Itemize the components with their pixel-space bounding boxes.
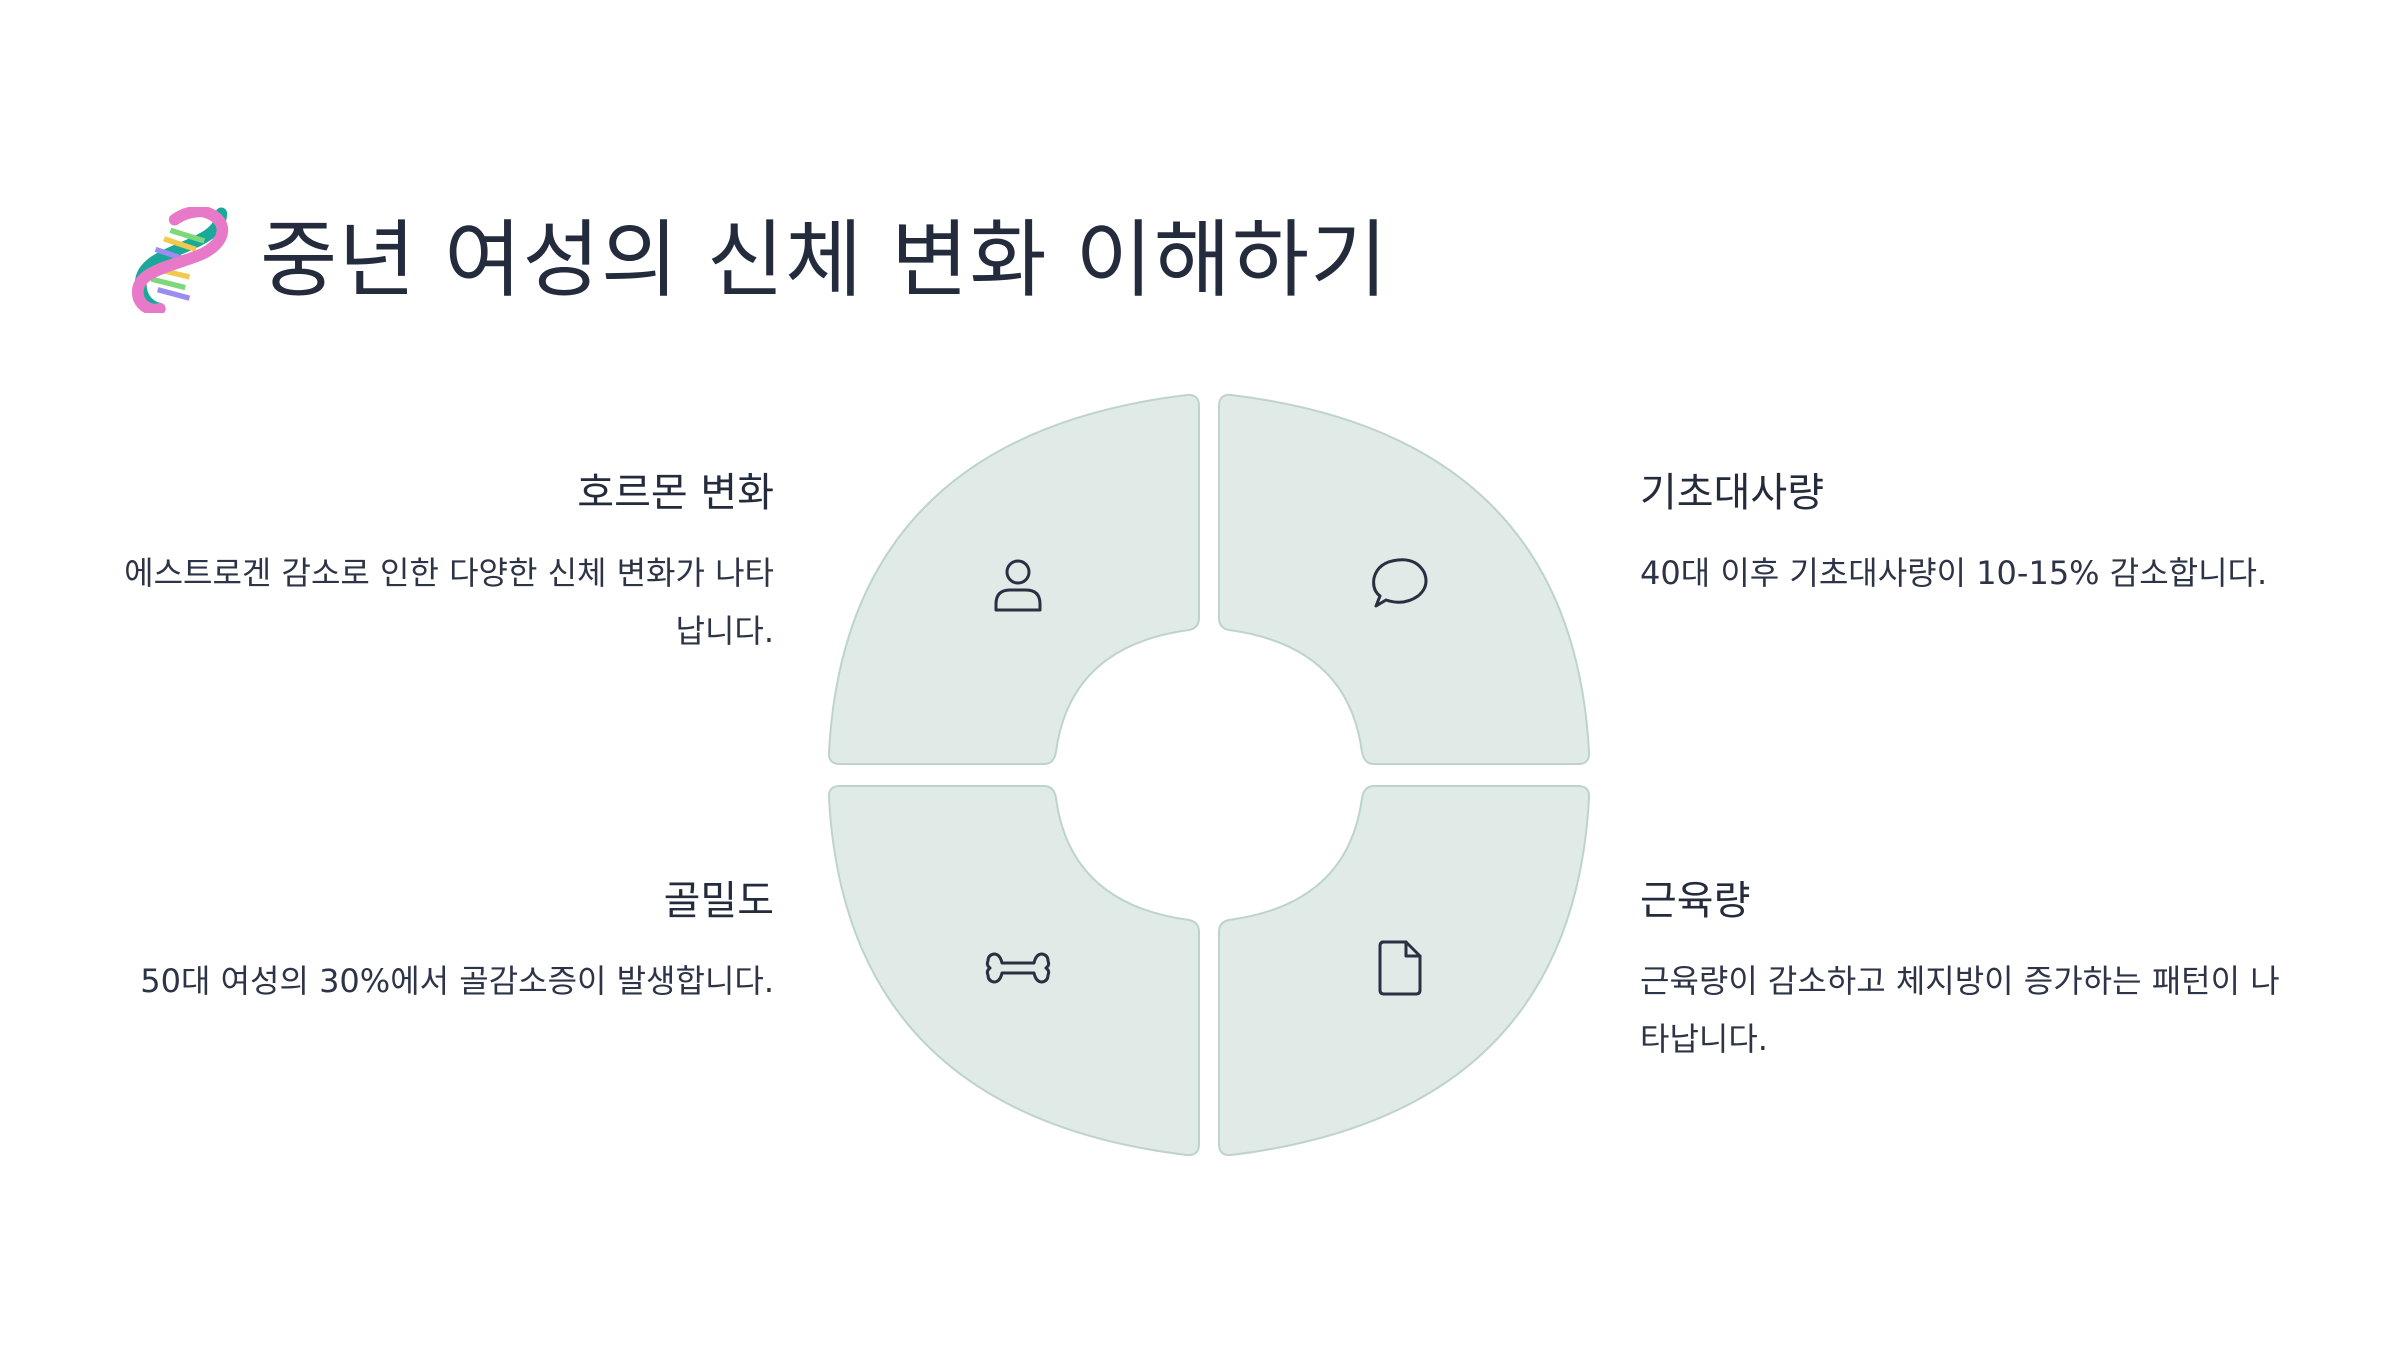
- title-row: 중년 여성의 신체 변화 이해하기: [128, 205, 1388, 315]
- item-text-muscle: 근육량이 감소하고 체지방이 증가하는 패턴이 나타납니다.: [1640, 962, 2280, 1058]
- item-muscle: 근육량 근육량이 감소하고 체지방이 증가하는 패턴이 나타납니다.: [1640, 876, 2290, 1068]
- item-title-muscle: 근육량: [1640, 878, 1751, 924]
- bone-icon: [985, 952, 1051, 984]
- speech-bubble-icon: [1372, 558, 1428, 608]
- item-hormone: 호르몬 변화 에스트로겐 감소로 인한 다양한 신체 변화가 나타납니다.: [124, 468, 774, 660]
- segment-hormone: [827, 393, 1200, 765]
- item-metabolism: 기초대사량 40대 이후 기초대사량이 10-15% 감소합니다.: [1640, 468, 2290, 602]
- cycle-diagram: [826, 392, 1592, 1158]
- document-icon: [1378, 940, 1422, 996]
- item-bone: 골밀도 50대 여성의 30%에서 골감소증이 발생합니다.: [124, 876, 774, 1010]
- person-icon: [994, 559, 1042, 612]
- item-text-bone: 50대 여성의 30%에서 골감소증이 발생합니다.: [140, 962, 774, 1000]
- item-text-hormone: 에스트로겐 감소로 인한 다양한 신체 변화가 나타납니다.: [124, 554, 774, 650]
- item-title-hormone: 호르몬 변화: [577, 470, 774, 516]
- page-title: 중년 여성의 신체 변화 이해하기: [260, 211, 1389, 309]
- item-text-metabolism: 40대 이후 기초대사량이 10-15% 감소합니다.: [1640, 554, 2268, 592]
- item-title-metabolism: 기초대사량: [1640, 470, 1824, 516]
- segment-muscle: [1218, 785, 1591, 1157]
- segment-metabolism: [1218, 393, 1591, 765]
- segment-bone: [827, 785, 1200, 1157]
- cycle-diagram-svg: [827, 393, 1591, 1157]
- item-title-bone: 골밀도: [663, 878, 774, 924]
- dna-icon: [132, 207, 229, 313]
